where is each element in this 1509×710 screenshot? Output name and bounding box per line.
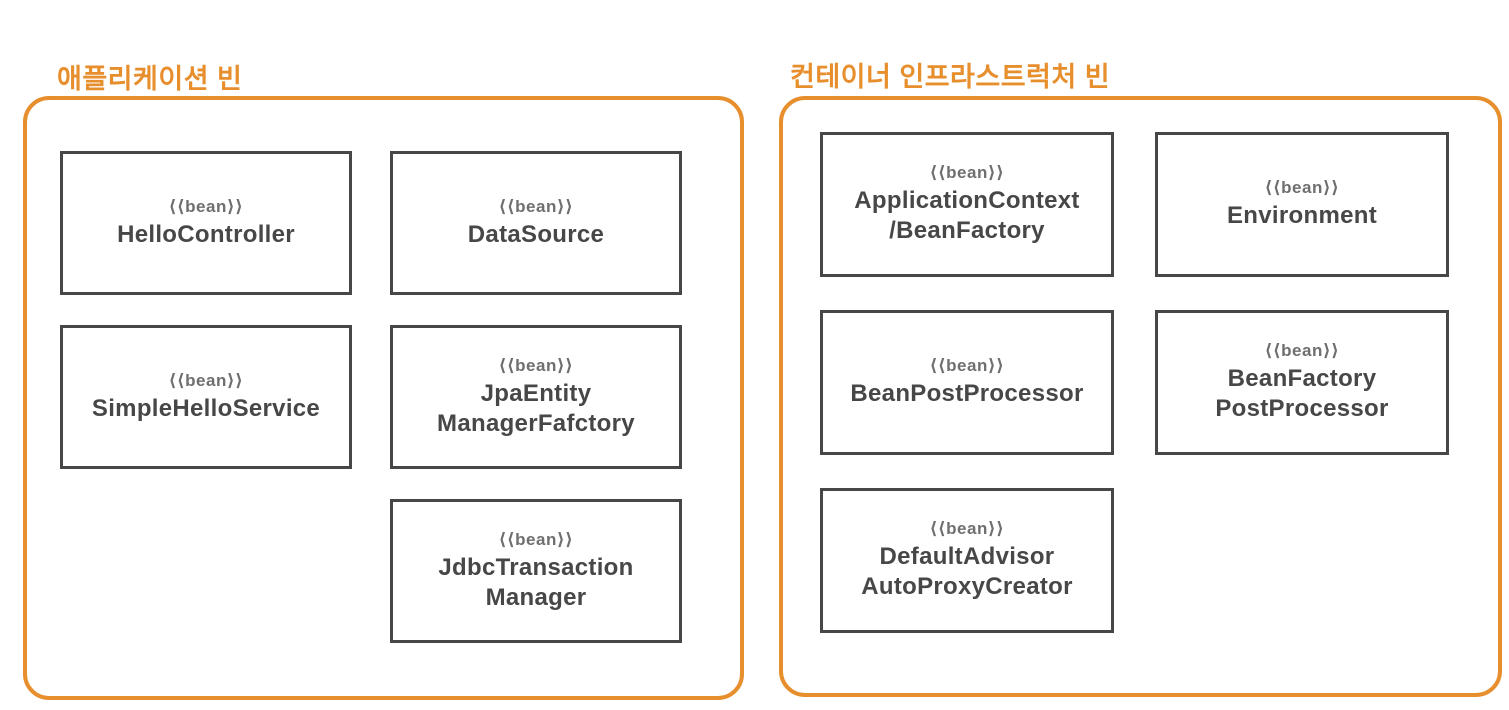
bean-name: ApplicationContext /BeanFactory (854, 187, 1080, 244)
bean-stereotype: ⟨⟨bean⟩⟩ (1264, 341, 1340, 360)
bean-stereotype: ⟨⟨bean⟩⟩ (168, 370, 244, 390)
bean-stereotype: ⟨⟨bean⟩⟩ (168, 196, 244, 216)
application-beans-group: ⟨⟨bean⟩⟩ HelloController ⟨⟨bean⟩⟩ DataSo… (23, 96, 744, 700)
bean-name: HelloController (117, 220, 295, 248)
bean-name: JdbcTransaction Manager (438, 553, 634, 611)
bean-stereotype: ⟨⟨bean⟩⟩ (498, 355, 574, 375)
bean-box-datasource: ⟨⟨bean⟩⟩ DataSource (390, 151, 682, 295)
bean-name: JpaEntity ManagerFafctory (437, 379, 635, 437)
bean-box-defaultadvisorautoproxycreator: ⟨⟨bean⟩⟩ DefaultAdvisor AutoProxyCreator (820, 488, 1114, 633)
bean-name: SimpleHelloService (91, 394, 321, 422)
bean-box-beanfactorypostprocessor: ⟨⟨bean⟩⟩ BeanFactory PostProcessor (1155, 310, 1449, 455)
infrastructure-beans-title: 컨테이너 인프라스트럭처 빈 (790, 62, 1111, 92)
bean-stereotype: ⟨⟨bean⟩⟩ (929, 163, 1005, 182)
bean-name: BeanPostProcessor (850, 380, 1084, 407)
bean-name: Environment (1227, 202, 1377, 229)
bean-box-applicationcontext-beanfactory: ⟨⟨bean⟩⟩ ApplicationContext /BeanFactory (820, 132, 1114, 277)
bean-box-jpaentitymanagerfafctory: ⟨⟨bean⟩⟩ JpaEntity ManagerFafctory (390, 325, 682, 469)
bean-box-jdbctransactionmanager: ⟨⟨bean⟩⟩ JdbcTransaction Manager (390, 499, 682, 643)
bean-stereotype: ⟨⟨bean⟩⟩ (929, 519, 1005, 538)
bean-stereotype: ⟨⟨bean⟩⟩ (929, 356, 1005, 375)
infrastructure-beans-group: ⟨⟨bean⟩⟩ ApplicationContext /BeanFactory… (779, 96, 1502, 697)
bean-name: DataSource (467, 220, 605, 248)
bean-stereotype: ⟨⟨bean⟩⟩ (498, 529, 574, 549)
application-beans-title: 애플리케이션 빈 (57, 64, 243, 94)
bean-name: BeanFactory PostProcessor (1215, 365, 1389, 422)
bean-box-simplehelloservice: ⟨⟨bean⟩⟩ SimpleHelloService (60, 325, 352, 469)
bean-name: DefaultAdvisor AutoProxyCreator (861, 543, 1073, 600)
bean-stereotype: ⟨⟨bean⟩⟩ (1264, 178, 1340, 197)
bean-stereotype: ⟨⟨bean⟩⟩ (498, 196, 574, 216)
bean-box-hellocontroller: ⟨⟨bean⟩⟩ HelloController (60, 151, 352, 295)
bean-box-environment: ⟨⟨bean⟩⟩ Environment (1155, 132, 1449, 277)
bean-box-beanpostprocessor: ⟨⟨bean⟩⟩ BeanPostProcessor (820, 310, 1114, 455)
